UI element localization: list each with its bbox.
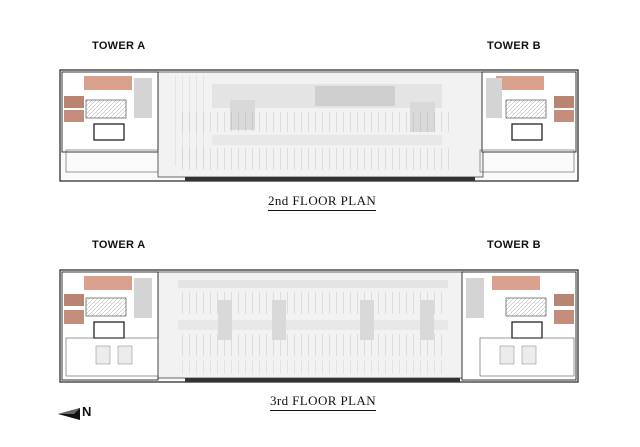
north-arrow-icon	[58, 408, 80, 420]
parking-stalls-row-2	[180, 148, 450, 170]
north-label: N	[82, 404, 92, 419]
tower-a-label-3f: TOWER A	[92, 239, 146, 251]
tower-a-unit	[64, 294, 84, 306]
tower-b-lift-lobby	[511, 123, 543, 141]
parking-stalls-row-2	[178, 334, 448, 356]
tower-a-unit	[64, 96, 84, 108]
tower-a-unit	[116, 76, 132, 90]
tower-b-stair	[505, 297, 547, 317]
tower-a-label-2f: TOWER A	[92, 40, 146, 52]
tower-a-service	[134, 278, 152, 318]
slab-edge	[185, 177, 475, 181]
tower-a-unit	[100, 76, 116, 90]
tower-a-unit	[84, 276, 100, 290]
tower-b-label-3f: TOWER B	[487, 239, 541, 251]
tower-a-unit	[116, 276, 132, 290]
tower-a-podium	[65, 337, 159, 377]
parking-stalls-row-1	[178, 292, 448, 314]
slab-edge	[185, 378, 460, 382]
drive-aisle-mid	[212, 135, 442, 145]
tower-b-unit	[528, 76, 544, 90]
tower-b-room	[521, 345, 537, 365]
tower-b-room	[499, 345, 515, 365]
parking-stalls-left	[175, 76, 205, 166]
tower-b-service	[486, 78, 502, 118]
ramp-block	[272, 300, 286, 340]
tower-b-unit	[524, 276, 540, 290]
parking-stalls-row-3	[178, 360, 448, 374]
tower-b-label-2f: TOWER B	[487, 40, 541, 52]
parking-stalls-row-1	[180, 112, 450, 132]
plan-2nd-floor	[59, 69, 579, 182]
tower-b-unit	[492, 276, 508, 290]
tower-a-room	[95, 345, 111, 365]
tower-a-unit	[84, 76, 100, 90]
tower-b-unit	[512, 76, 528, 90]
plan-title-3f: 3rd FLOOR PLAN	[270, 393, 376, 411]
ramp-block	[420, 300, 434, 340]
tower-a-unit	[100, 276, 116, 290]
tower-b-unit	[554, 110, 574, 122]
drive-aisle-top	[178, 280, 448, 288]
ramp-block	[315, 86, 395, 106]
tower-b-service	[466, 278, 484, 318]
tower-b-unit	[554, 96, 574, 108]
plan-title-2f: 2nd FLOOR PLAN	[268, 193, 377, 211]
plan-3rd-floor	[59, 269, 579, 383]
tower-b-unit	[554, 294, 574, 306]
tower-b-stair	[505, 99, 547, 119]
tower-a-room	[117, 345, 133, 365]
tower-a-stair	[85, 99, 127, 119]
ramp-block	[360, 300, 374, 340]
tower-a-service	[134, 78, 152, 118]
tower-a-lift-lobby	[93, 123, 125, 141]
tower-b-unit	[508, 276, 524, 290]
tower-b-unit	[554, 310, 574, 324]
ramp-block	[218, 300, 232, 340]
tower-a-podium	[65, 149, 159, 173]
tower-b-podium	[479, 149, 575, 173]
tower-a-unit	[64, 310, 84, 324]
tower-b-podium	[479, 337, 575, 377]
tower-a-unit	[64, 110, 84, 122]
tower-a-stair	[85, 297, 127, 317]
drive-aisle-mid	[178, 320, 448, 330]
